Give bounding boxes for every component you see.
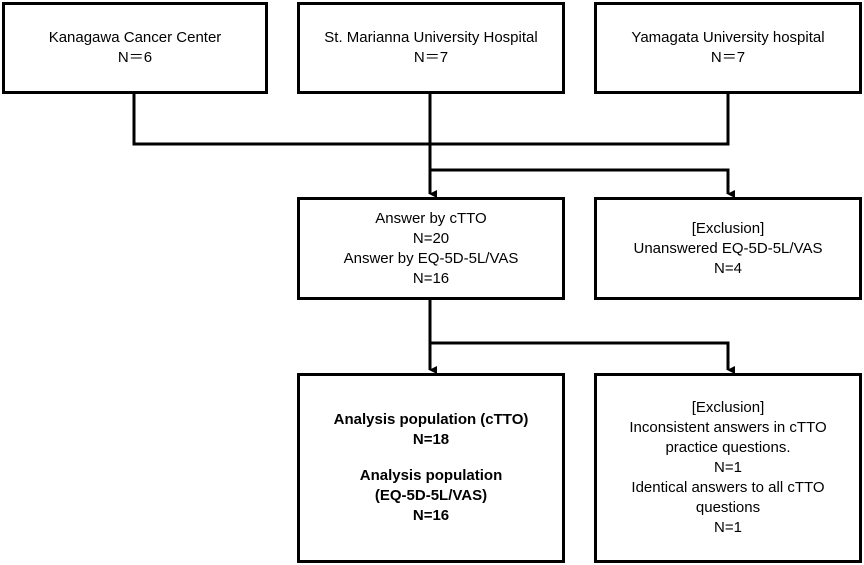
site-name: Yamagata University hospital bbox=[631, 29, 825, 46]
exclusion-reason-1-count: N=1 bbox=[714, 459, 742, 476]
site-name: St. Marianna University Hospital bbox=[324, 29, 538, 46]
exclusion-title: [Exclusion] bbox=[691, 399, 765, 416]
answers-eq-count: N=16 bbox=[412, 269, 450, 287]
exclusion-title: [Exclusion] bbox=[691, 219, 765, 237]
analysis-cTTO-count: N=18 bbox=[412, 431, 450, 448]
site-count: N＝6 bbox=[117, 49, 153, 66]
answers-cTTO-label: Answer by cTTO bbox=[375, 209, 487, 227]
site-count: N＝7 bbox=[413, 49, 449, 66]
answers-cTTO-count: N=20 bbox=[412, 229, 450, 247]
exclusion-box-1: [Exclusion] Unanswered EQ-5D-5L/VAS N=4 bbox=[594, 197, 862, 300]
analysis-box: Analysis population (cTTO) N=18 Analysis… bbox=[297, 373, 565, 563]
exclusion-reason-2-line2: questions bbox=[695, 499, 761, 516]
analysis-eq-label-line2: (EQ-5D-5L/VAS) bbox=[374, 487, 488, 504]
exclusion-reason: Unanswered EQ-5D-5L/VAS bbox=[633, 239, 823, 257]
arrow-to-exclusion-2 bbox=[430, 341, 735, 374]
exclusion-reason-1-line2: practice questions. bbox=[665, 439, 791, 456]
exclusion-count: N=4 bbox=[714, 259, 742, 277]
arrow-to-exclusion-1 bbox=[430, 168, 735, 198]
analysis-eq-label-line1: Analysis population bbox=[359, 467, 503, 484]
exclusion-box-2: [Exclusion] Inconsistent answers in cTTO… bbox=[594, 373, 862, 563]
exclusion-reason-1-line1: Inconsistent answers in cTTO bbox=[629, 419, 827, 436]
site-box-kanagawa: Kanagawa Cancer Center N＝6 bbox=[2, 2, 268, 94]
analysis-cTTO-label: Analysis population (cTTO) bbox=[333, 411, 529, 428]
site-count: N＝7 bbox=[710, 49, 746, 66]
site-box-yamagata: Yamagata University hospital N＝7 bbox=[594, 2, 862, 94]
answers-eq-label: Answer by EQ-5D-5L/VAS bbox=[343, 249, 519, 267]
analysis-eq-count: N=16 bbox=[412, 507, 450, 524]
site-name: Kanagawa Cancer Center bbox=[48, 29, 222, 46]
site-box-st-marianna: St. Marianna University Hospital N＝7 bbox=[297, 2, 565, 94]
answers-box: Answer by cTTO N=20 Answer by EQ-5D-5L/V… bbox=[297, 197, 565, 300]
exclusion-reason-2-line1: Identical answers to all cTTO bbox=[631, 479, 825, 496]
exclusion-reason-2-count: N=1 bbox=[714, 519, 742, 536]
